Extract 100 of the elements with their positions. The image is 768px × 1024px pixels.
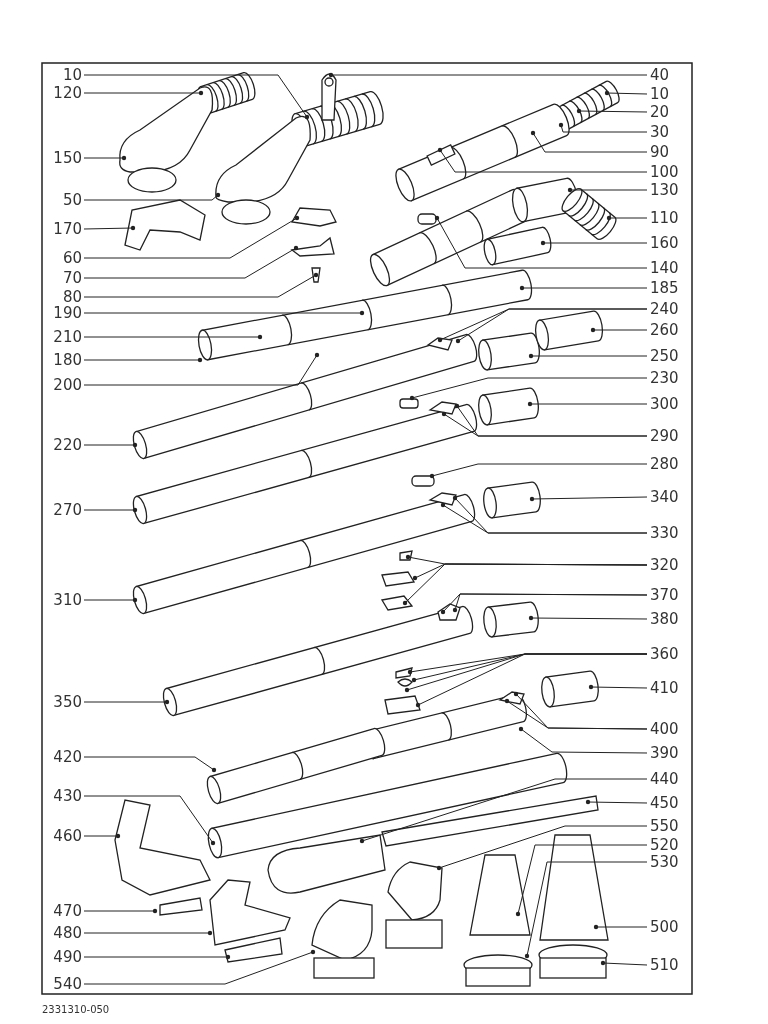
- leader-line: [83, 795, 216, 846]
- callout-number: 240: [650, 301, 679, 317]
- leader-line: [83, 74, 310, 120]
- leader-line: [83, 192, 221, 201]
- leader-line: [519, 285, 648, 291]
- callout-number: 120: [44, 85, 82, 101]
- callout-number: 510: [650, 957, 679, 973]
- leader-line: [567, 187, 648, 193]
- leader-line: [83, 310, 365, 316]
- leader-line: [590, 327, 648, 333]
- callout-number: 100: [650, 164, 679, 180]
- leader-line: [83, 597, 138, 603]
- leader-line: [588, 684, 648, 690]
- callout-number: 185: [650, 280, 679, 296]
- leader-line: [540, 240, 648, 246]
- callout-number: 480: [44, 925, 82, 941]
- leader-line: [530, 130, 648, 153]
- leader-line: [528, 353, 648, 359]
- callout-number: 420: [44, 749, 82, 765]
- leader-line: [518, 726, 648, 754]
- callout-number: 200: [44, 377, 82, 393]
- callout-number: 500: [650, 919, 679, 935]
- callout-number: 160: [650, 235, 679, 251]
- callout-number: 230: [650, 370, 679, 386]
- callout-number: 460: [44, 828, 82, 844]
- leader-line: [576, 108, 648, 114]
- leader-line: [83, 215, 300, 259]
- callout-number: 110: [650, 210, 679, 226]
- callout-number: 490: [44, 949, 82, 965]
- callout-number: 440: [650, 771, 679, 787]
- callout-number: 430: [44, 788, 82, 804]
- callout-number: 10: [650, 86, 670, 102]
- callout-number: 20: [650, 104, 670, 120]
- leader-line: [328, 72, 648, 78]
- callout-number: 400: [650, 721, 679, 737]
- leader-line: [83, 954, 231, 960]
- leader-line: [600, 960, 648, 966]
- callout-number: 260: [650, 322, 679, 338]
- callout-number: 310: [44, 592, 82, 608]
- callout-number: 370: [650, 587, 679, 603]
- callout-number: 330: [650, 525, 679, 541]
- leader-line: [83, 908, 158, 914]
- callout-number: 150: [44, 150, 82, 166]
- callout-number: 90: [650, 144, 670, 160]
- leader-line: [528, 615, 648, 621]
- callout-number: 60: [44, 250, 82, 266]
- callout-number: 270: [44, 502, 82, 518]
- leader-line: [558, 122, 648, 133]
- callout-number: 340: [650, 489, 679, 505]
- leader-line: [515, 844, 648, 917]
- leader-line: [593, 924, 648, 930]
- leader-line: [83, 756, 217, 773]
- leader-line: [359, 778, 648, 844]
- leader-line: [434, 215, 648, 269]
- callout-number: 50: [44, 192, 82, 208]
- drawing-number: 2331310-050: [42, 1004, 110, 1015]
- leader-line: [83, 507, 138, 513]
- leader-line: [83, 699, 170, 705]
- callout-number: 40: [650, 67, 670, 83]
- leader-line: [436, 825, 648, 871]
- callout-number: 220: [44, 437, 82, 453]
- leader-line: [585, 799, 648, 805]
- leader-line: [83, 930, 213, 936]
- leader-line: [429, 463, 648, 479]
- callout-number: 350: [44, 694, 82, 710]
- callout-number: 70: [44, 270, 82, 286]
- callout-number: 80: [44, 289, 82, 305]
- callout-number: 520: [650, 837, 679, 853]
- leader-line: [437, 147, 648, 173]
- leader-line: [83, 949, 316, 985]
- callout-number: 530: [650, 854, 679, 870]
- callout-number: 450: [650, 795, 679, 811]
- leader-line: [452, 495, 648, 534]
- leader-line: [524, 861, 648, 959]
- leader-line: [83, 272, 319, 298]
- callout-number: 540: [44, 976, 82, 992]
- callout-number: 380: [650, 611, 679, 627]
- leader-line: [415, 653, 648, 708]
- leader-line: [402, 563, 648, 606]
- leader-line: [83, 334, 263, 340]
- callout-number: 280: [650, 456, 679, 472]
- leader-line: [83, 155, 127, 161]
- callout-number: 410: [650, 680, 679, 696]
- leader-line: [83, 833, 121, 839]
- leader-line: [606, 215, 648, 221]
- leader-line: [527, 401, 648, 407]
- callout-number: 470: [44, 903, 82, 919]
- callout-number: 290: [650, 428, 679, 444]
- callout-number: 170: [44, 221, 82, 237]
- leader-line: [83, 90, 204, 96]
- callout-number: 360: [650, 646, 679, 662]
- leader-line: [83, 442, 138, 448]
- callout-number: 190: [44, 305, 82, 321]
- leader-line: [83, 245, 299, 279]
- callout-number: 130: [650, 182, 679, 198]
- callout-number: 30: [650, 124, 670, 140]
- callout-number: 10: [44, 67, 82, 83]
- callout-number: 140: [650, 260, 679, 276]
- leader-line: [83, 357, 203, 363]
- callout-number: 180: [44, 352, 82, 368]
